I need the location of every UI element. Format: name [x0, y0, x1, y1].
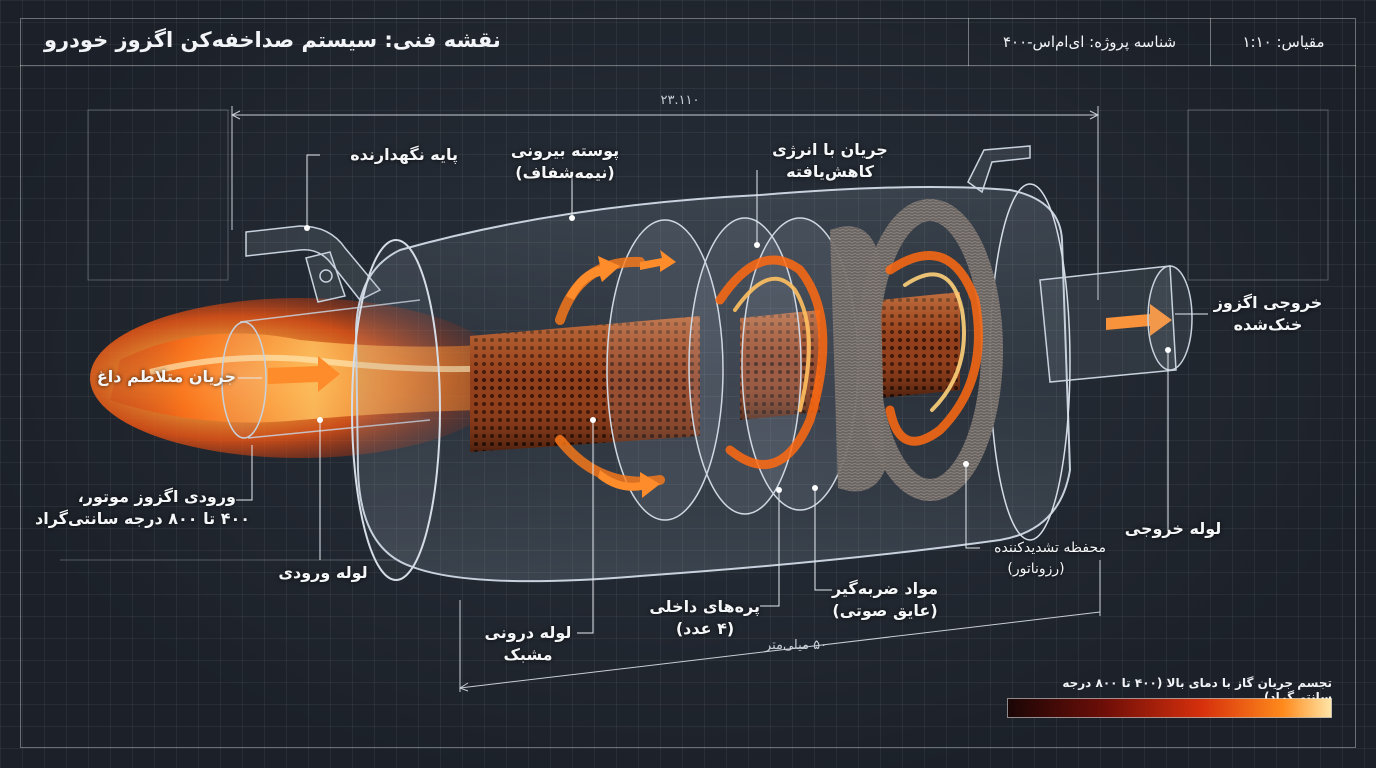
label-engine-inlet: ورودی اگزوز موتور، — [77, 487, 236, 506]
temperature-gradient-bar — [1007, 698, 1332, 718]
label-reduced-energy: جریان با انرژی — [772, 140, 888, 159]
scale-cell: مقیاس: ۱:۱۰ — [1210, 18, 1356, 66]
top-dimension-value: ۲۳.۱۱۰ — [660, 93, 700, 108]
internal-baffles — [606, 217, 859, 521]
label-engine-inlet-temp: ۴۰۰ تا ۸۰۰ درجه سانتی‌گراد — [35, 509, 250, 528]
label-outer-shell-sub: (نیمه‌شفاف) — [515, 163, 615, 182]
label-mount-bracket: پایه نگهدارنده — [350, 145, 458, 164]
construction-lines — [60, 109, 1329, 561]
label-cooled-exhaust-sub: خنک‌شده — [1233, 315, 1303, 334]
label-resonator: محفظه تشدیدکننده — [994, 540, 1106, 556]
label-reduced-energy-sub: کاهش‌یافته — [786, 162, 874, 181]
label-outer-shell: پوسته بیرونی — [510, 141, 620, 160]
dimension-bottom — [458, 560, 1101, 692]
flow-arrows — [268, 250, 1172, 498]
dimension-top — [230, 106, 1100, 300]
label-baffles: پره‌های داخلی — [649, 597, 760, 616]
label-absorbent-sub: (عایق صوتی) — [832, 601, 938, 620]
blueprint-frame — [20, 18, 1356, 748]
outlet-pipe — [1039, 265, 1193, 383]
label-inlet-pipe: لوله ورودی — [278, 563, 368, 582]
project-id-cell: شناسه پروژه: ای‌ام‌اس-۴۰۰ — [968, 18, 1210, 66]
sound-absorbing-material — [830, 199, 1003, 501]
label-absorbent: مواد ضربه‌گیر — [831, 579, 939, 598]
leader-lines — [236, 154, 1208, 634]
label-outlet-pipe: لوله خروجی — [1124, 519, 1222, 538]
leader-dots — [304, 215, 1171, 493]
header-bar — [20, 18, 1356, 66]
label-perforated-tube: لوله درونی — [484, 623, 572, 642]
label-cooled-exhaust: خروجی اگزوز — [1213, 293, 1323, 312]
inlet-pipe — [221, 299, 431, 439]
mounting-bracket-right — [967, 145, 1031, 194]
outer-shell — [351, 183, 1072, 583]
label-resonator-sub: (رزوناتور) — [1007, 561, 1065, 577]
bottom-dimension-value: ۵۰ میلی‌متر — [764, 638, 828, 653]
mounting-bracket-left — [245, 225, 382, 303]
label-baffles-count: (۴ عدد) — [675, 619, 735, 638]
label-perforated-tube-sub: مشبک — [503, 645, 553, 664]
page-title: نقشه فنی: سیستم صداخفه‌کن اگزوز خودرو — [44, 28, 501, 52]
label-turbulent-flow: جریان متلاطم داغ — [96, 367, 236, 386]
perforated-inner-tube — [470, 292, 960, 452]
